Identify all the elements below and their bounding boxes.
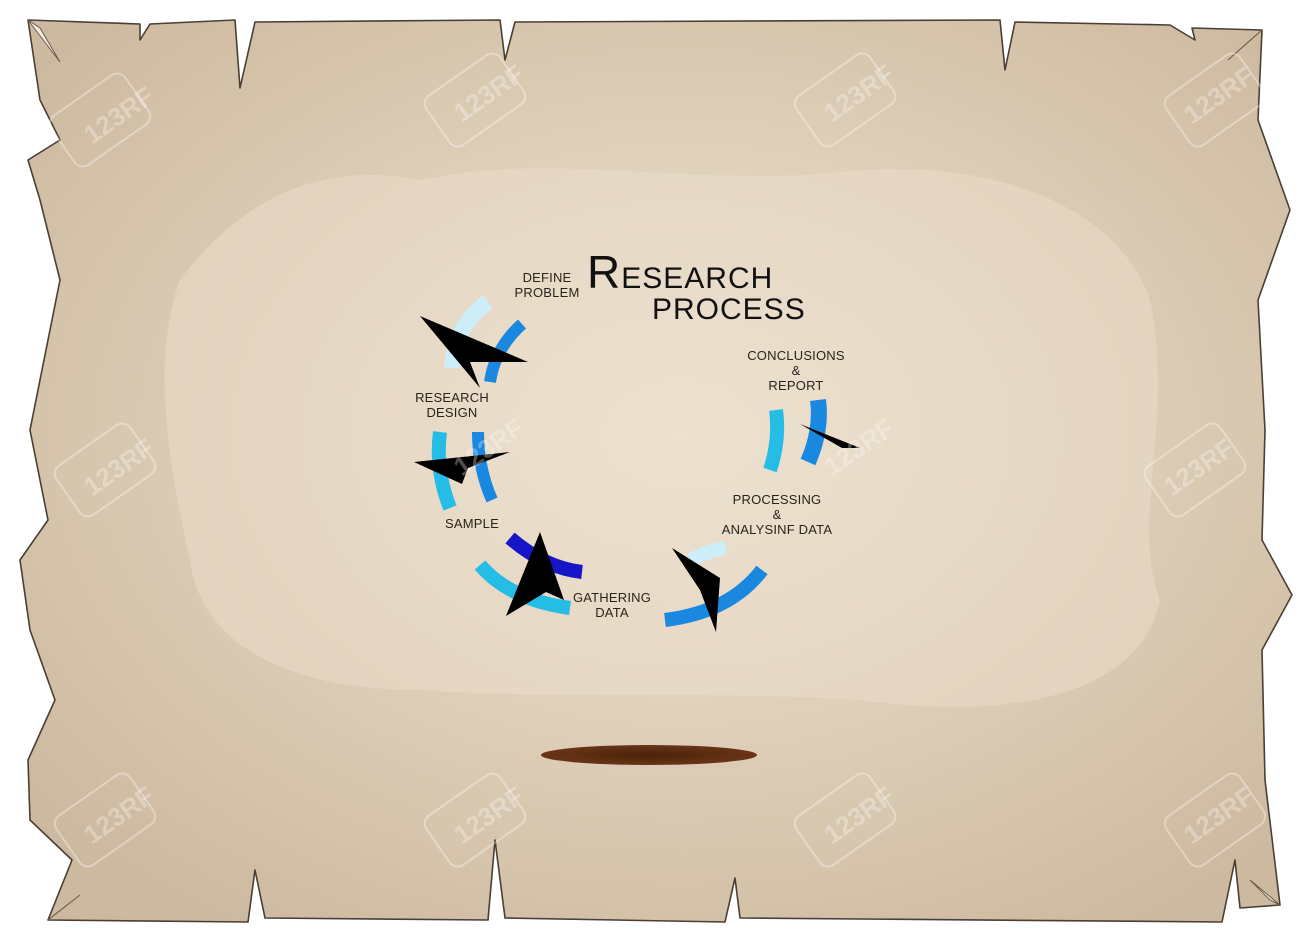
diagram-title-line1: RESEARCH <box>587 249 774 296</box>
step-label-line: SAMPLE <box>445 516 499 531</box>
corner-curl-top-left <box>27 19 61 63</box>
band-report-cyan <box>763 409 785 473</box>
arrow-sample <box>506 532 564 616</box>
step-label-line: REPORT <box>768 378 824 393</box>
step-label-sample: SAMPLE <box>432 516 512 531</box>
arrow-report <box>750 424 860 448</box>
title-rest: ESEARCH <box>621 262 774 295</box>
band-define-light <box>444 295 493 369</box>
step-label-conclusions: CONCLUSIONS & REPORT <box>736 348 856 393</box>
corner-curl-bottom-left <box>47 894 81 921</box>
band-design-blue <box>472 431 498 503</box>
step-label-line: CONCLUSIONS <box>747 348 845 363</box>
step-label-define-problem: DEFINE PROBLEM <box>497 270 597 300</box>
watermarks <box>48 52 1267 868</box>
floating-shadow <box>541 745 757 765</box>
band-gather-light <box>686 541 728 567</box>
arrow-define <box>420 316 528 388</box>
step-label-line: PROBLEM <box>514 285 580 300</box>
step-label-line: & <box>772 507 782 522</box>
step-label-line: DESIGN <box>426 405 478 420</box>
step-label-line: DEFINE <box>522 270 572 285</box>
step-label-line: & <box>791 363 801 378</box>
paper-stain <box>164 168 1160 707</box>
diagram-title-line2: PROCESS <box>652 293 806 326</box>
step-label-research-design: RESEARCH DESIGN <box>402 390 502 420</box>
step-label-line: ANALYSINF DATA <box>721 522 833 537</box>
band-report-blue <box>800 398 827 466</box>
step-label-line: GATHERING <box>572 590 652 605</box>
step-label-line: DATA <box>595 605 629 620</box>
step-label-line: RESEARCH <box>415 390 489 405</box>
step-label-gathering-data: GATHERING DATA <box>562 590 662 620</box>
step-label-line: PROCESSING <box>732 492 822 507</box>
band-gather-blue <box>664 565 768 627</box>
arrow-gather <box>672 548 720 632</box>
title-initial: R <box>587 246 622 298</box>
corner-curl-top-right <box>1227 29 1263 61</box>
process-arrows <box>414 316 860 632</box>
arrow-design <box>414 452 510 484</box>
corner-curl-bottom-right <box>1249 879 1281 906</box>
step-label-processing: PROCESSING & ANALYSINF DATA <box>714 492 840 537</box>
